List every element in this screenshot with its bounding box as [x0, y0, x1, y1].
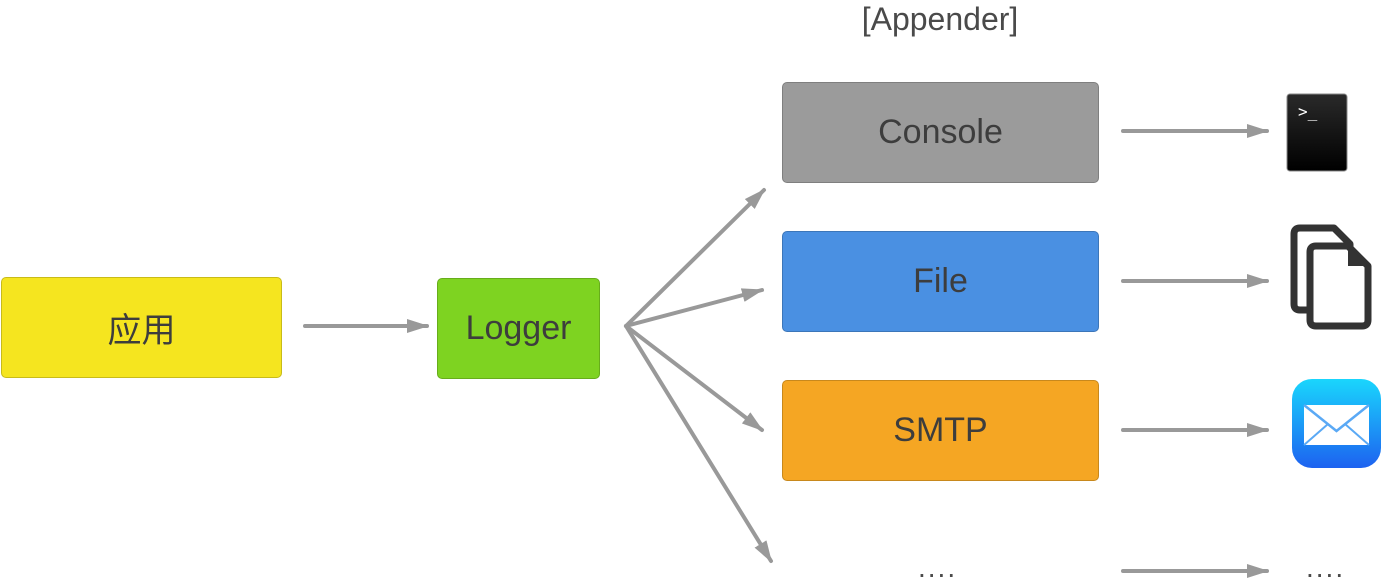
file-appender-label: File: [913, 262, 968, 300]
logger-node: Logger: [437, 278, 600, 379]
logger-node-label: Logger: [465, 309, 572, 347]
arrow-logger-to-smtp: [624, 324, 764, 432]
smtp-appender-label: SMTP: [893, 411, 988, 449]
more-outputs-ellipsis: ....: [1306, 552, 1346, 583]
more-appenders-ellipsis: ....: [918, 552, 958, 583]
terminal-prompt: >_: [1298, 102, 1318, 121]
arrow-logger-to-console: [624, 188, 766, 328]
document-icon: [1290, 224, 1376, 330]
arrow-logger-to-more: [624, 324, 773, 563]
terminal-icon: >_: [1286, 93, 1348, 172]
console-appender-node: Console: [782, 82, 1099, 183]
file-appender-node: File: [782, 231, 1099, 332]
app-node-label: 应用: [107, 311, 176, 351]
app-node: 应用: [1, 277, 282, 378]
appender-heading: [Appender]: [861, 1, 1019, 37]
console-appender-label: Console: [878, 113, 1003, 151]
smtp-appender-node: SMTP: [782, 380, 1099, 481]
arrow-logger-to-file: [624, 288, 764, 328]
mail-icon: [1292, 379, 1381, 468]
